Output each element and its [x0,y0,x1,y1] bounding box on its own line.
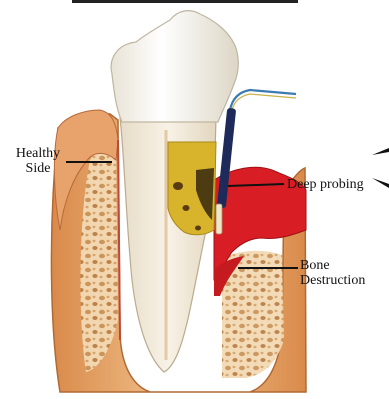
plaque-spot [183,205,190,211]
plaque-spot [173,182,183,190]
deep-probing-label: Deep probing [287,177,364,192]
probe-wire-highlight [232,94,296,110]
plaque-spot [195,226,201,231]
bone-destruction-label-line1: Bone [300,258,365,273]
bone-destruction-label-line2: Destruction [300,273,365,288]
tooth-crown [111,11,238,122]
probe-tip [216,204,222,234]
probe-wire [230,90,296,110]
healthy-side-label-line1: Healthy [9,146,67,161]
healthy-side-label-line2: Side [9,161,67,176]
edge-arrow-top [372,148,389,155]
edge-arrow-bottom [372,178,389,188]
bone-destruction-label: Bone Destruction [300,258,365,288]
top-caption-remnant [72,0,298,3]
healthy-side-label: Healthy Side [9,146,67,176]
